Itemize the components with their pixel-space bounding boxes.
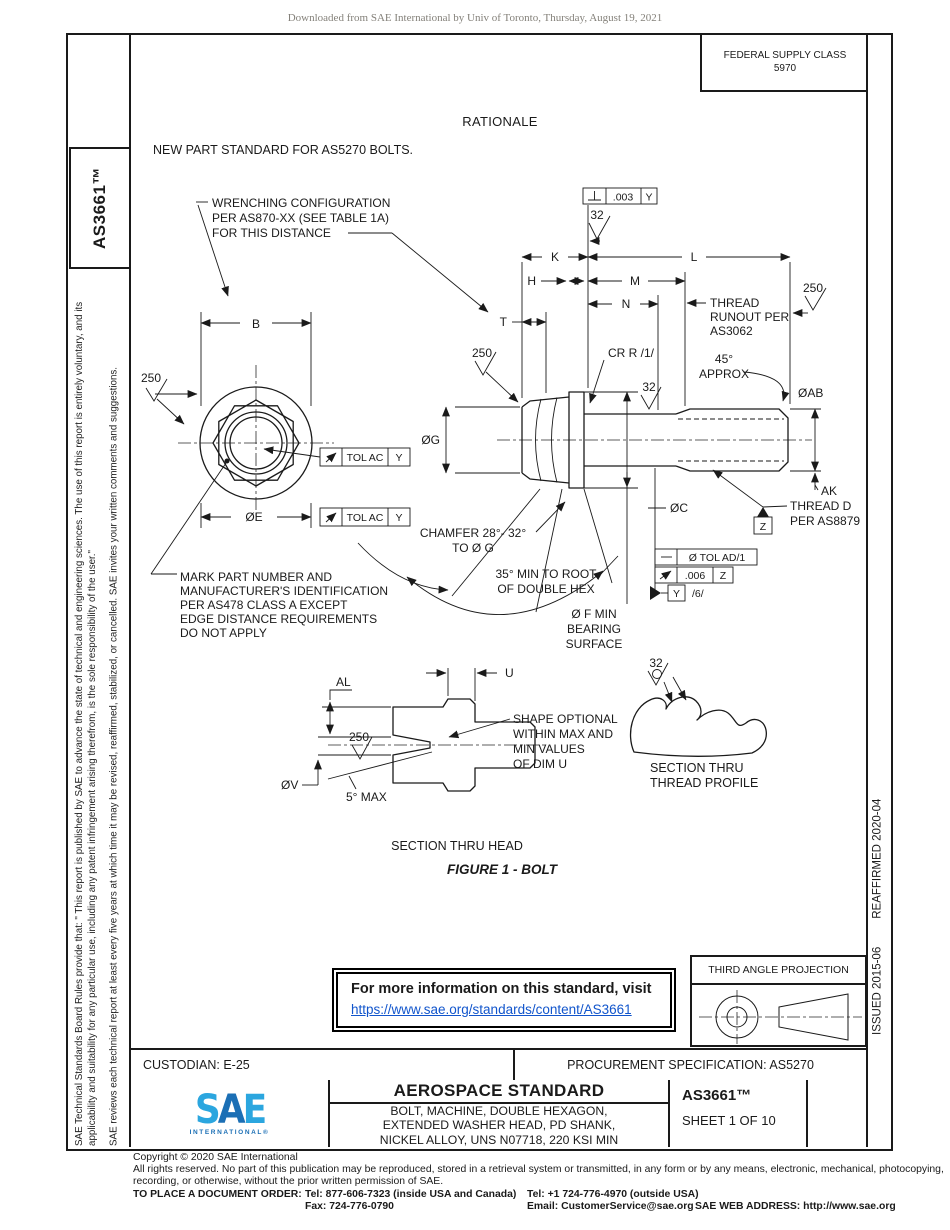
document-title: BOLT, MACHINE, DOUBLE HEXAGON, EXTENDED … — [330, 1104, 668, 1148]
sheet-number: SHEET 1 OF 10 — [682, 1113, 776, 1128]
title-line-3: NICKEL ALLOY, UNS N07718, 220 KSI MIN — [379, 1132, 619, 1147]
fax: Fax: 724-776-0790 — [305, 1201, 394, 1212]
rationale-heading: RATIONALE — [462, 114, 538, 129]
reaffirmed-date: REAFFIRMED 2020-04 — [871, 798, 884, 919]
federal-supply-class-box: FEDERAL SUPPLY CLASS 5970 — [700, 33, 868, 92]
more-info-box: For more information on this standard, v… — [332, 968, 676, 1032]
title-line-2: EXTENDED WASHER HEAD, PD SHANK, — [382, 1118, 616, 1132]
tel-inside: Tel: 877-606-7323 (inside USA and Canada… — [305, 1189, 517, 1200]
web-address: SAE WEB ADDRESS: http://www.sae.org — [695, 1201, 896, 1212]
more-info-text: For more information on this standard, v… — [351, 981, 652, 997]
projection-label: THIRD ANGLE PROJECTION — [692, 957, 865, 985]
drawing-frame-border — [66, 33, 893, 1151]
order-label: TO PLACE A DOCUMENT ORDER: — [133, 1189, 302, 1200]
sae-logo-subtext: INTERNATIONAL® — [189, 1128, 270, 1136]
sae-logo: SAE INTERNATIONAL® — [131, 1080, 330, 1147]
tel-outside: Tel: +1 724-776-4970 (outside USA) — [527, 1189, 699, 1200]
third-angle-projection-box: THIRD ANGLE PROJECTION — [690, 955, 867, 1047]
email: Email: CustomerService@sae.org — [527, 1201, 694, 1212]
procurement-cell: PROCUREMENT SPECIFICATION: AS5270 — [567, 1058, 814, 1072]
fsc-value: 5970 — [773, 62, 797, 74]
title-line-1: BOLT, MACHINE, DOUBLE HEXAGON, — [390, 1103, 608, 1118]
standard-link[interactable]: https://www.sae.org/standards/content/AS… — [351, 1002, 632, 1017]
custodian-row: CUSTODIAN: E-25 PROCUREMENT SPECIFICATIO… — [131, 1048, 866, 1082]
sidebar-doc-number-box: AS3661™ — [69, 147, 131, 269]
copyright-line: Copyright © 2020 SAE International — [133, 1152, 298, 1163]
sae-logo-text: SAE — [194, 1086, 267, 1133]
issued-date: ISSUED 2015-06 — [871, 946, 884, 1035]
fsc-label: FEDERAL SUPPLY CLASS — [723, 49, 847, 61]
rights-line-2: recording, or otherwise, without the pri… — [133, 1176, 444, 1187]
right-strip-divider — [866, 33, 868, 1147]
sidebar-divider — [129, 33, 131, 1147]
issued-reaffirmed-strip: ISSUED 2015-06 REAFFIRMED 2020-04 — [872, 735, 885, 1035]
doc-number-cell: AS3661™ SHEET 1 OF 10 — [670, 1080, 808, 1147]
sidebar-doc-number: AS3661™ — [90, 167, 109, 249]
rationale-text: NEW PART STANDARD FOR AS5270 BOLTS. — [153, 143, 414, 157]
title-block: SAE INTERNATIONAL® AEROSPACE STANDARD BO… — [131, 1080, 866, 1147]
download-notice: Downloaded from SAE International by Uni… — [287, 12, 663, 24]
sidebar-disclaimer-1: SAE Technical Standards Board Rules prov… — [74, 301, 98, 1146]
sidebar-disclaimer-2: SAE reviews each technical report at lea… — [108, 366, 120, 1146]
title-block-empty-cell — [808, 1080, 866, 1147]
standard-type: AEROSPACE STANDARD — [330, 1080, 668, 1104]
title-block-center: AEROSPACE STANDARD BOLT, MACHINE, DOUBLE… — [330, 1080, 670, 1147]
custodian-cell: CUSTODIAN: E-25 — [131, 1050, 515, 1080]
rights-line-1: All rights reserved. No part of this pub… — [133, 1164, 944, 1175]
doc-number: AS3661™ — [682, 1087, 752, 1104]
